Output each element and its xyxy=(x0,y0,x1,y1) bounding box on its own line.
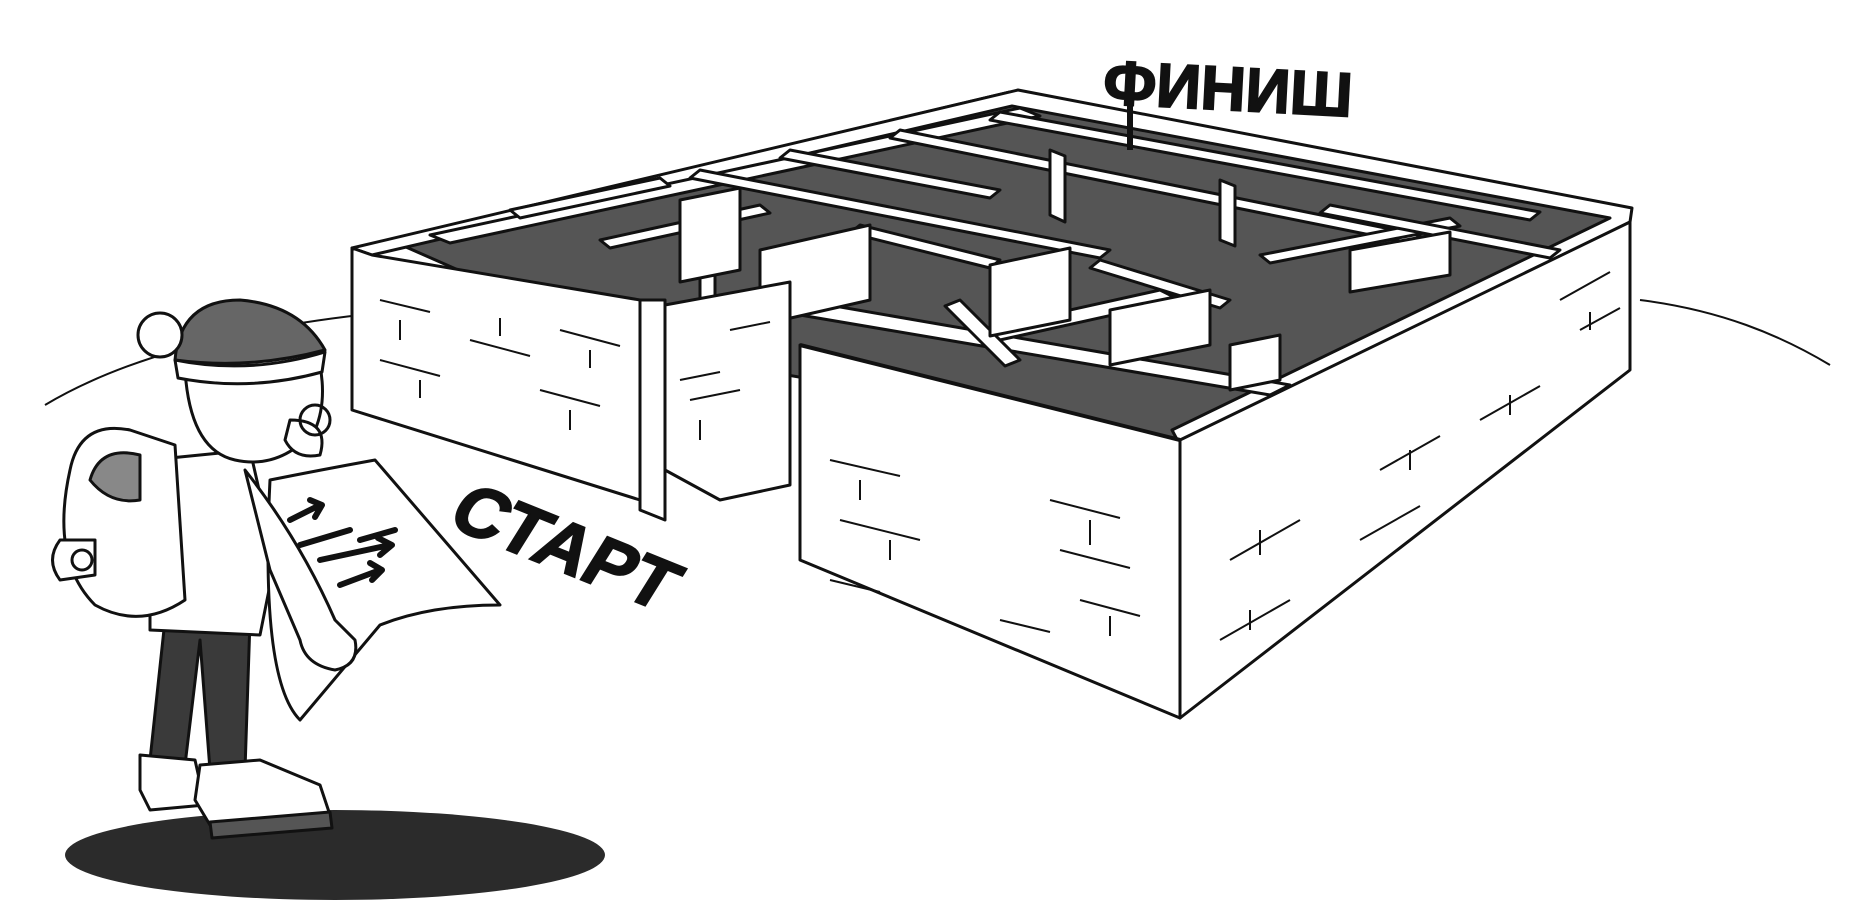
hiker-hat xyxy=(173,298,327,365)
hiker-hat-pompom xyxy=(136,311,184,359)
hiker-glasses xyxy=(298,403,332,437)
hiker-nose xyxy=(283,418,324,458)
backpack-icon xyxy=(51,426,187,618)
finish-sign: ФИНИШ xyxy=(1101,48,1355,150)
hiker-legs xyxy=(148,618,252,772)
maze-inner-entrance-wall xyxy=(663,280,792,502)
hiker-arm xyxy=(243,468,358,672)
hiker-left-boot xyxy=(138,753,207,812)
hiker xyxy=(51,298,605,900)
maze xyxy=(350,88,1634,720)
hiker-shadow xyxy=(65,810,605,900)
brick-details xyxy=(379,271,1621,641)
arrow-icon xyxy=(287,497,398,588)
finish-label: ФИНИШ xyxy=(1102,49,1354,131)
maze-right-wall xyxy=(1178,220,1632,720)
maze-front-edge xyxy=(799,343,1181,442)
maze-entrance-wall xyxy=(638,298,667,522)
